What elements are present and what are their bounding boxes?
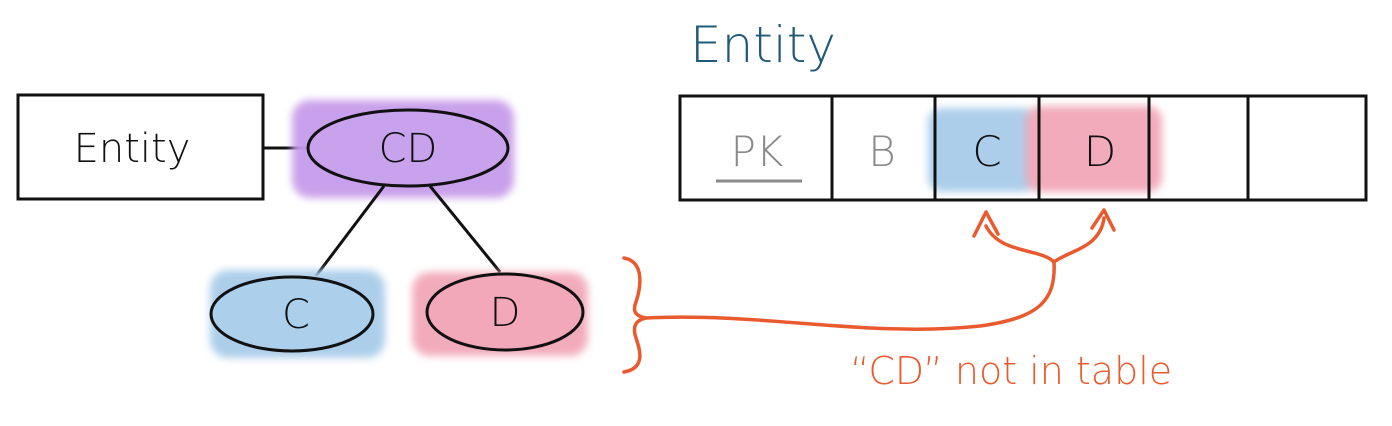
column-d: D xyxy=(1084,127,1116,176)
c-attribute-ellipse xyxy=(209,275,375,353)
cd-to-d-connector xyxy=(428,185,502,273)
table-title: Entity xyxy=(690,16,836,74)
table-d-pink-wash xyxy=(1026,106,1162,192)
table-c-blue-wash xyxy=(928,108,1036,192)
er-diagram: Entity CD C D xyxy=(16,93,588,358)
curly-brace xyxy=(622,256,647,374)
entity-label: Entity xyxy=(74,126,191,172)
arrowhead-d xyxy=(1090,208,1116,232)
cd-attribute-ellipse xyxy=(306,108,510,188)
cd-to-c-connector xyxy=(314,185,386,277)
annotation: “CD” not in table xyxy=(622,208,1172,393)
annotation-curve xyxy=(644,260,1056,331)
arrow-to-c xyxy=(984,224,1056,264)
table-outline xyxy=(678,94,1368,202)
column-c: C xyxy=(972,127,1001,176)
c-attribute-label: C xyxy=(282,292,310,338)
arrow-to-d xyxy=(1052,216,1106,264)
d-attribute-ellipse xyxy=(425,272,585,352)
column-pk: PK xyxy=(731,127,784,176)
column-b: B xyxy=(868,127,896,176)
relational-table: Entity PK B C D xyxy=(678,16,1368,202)
cd-attribute-label: CD xyxy=(379,126,438,172)
d-attribute-label: D xyxy=(490,290,521,336)
annotation-text: “CD” not in table xyxy=(850,349,1172,393)
arrowhead-c xyxy=(972,210,1000,238)
